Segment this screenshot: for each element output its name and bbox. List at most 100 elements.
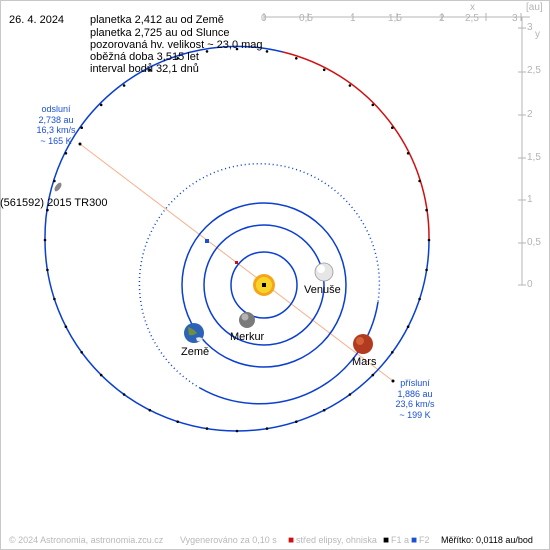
mercury-label: Merkur xyxy=(230,331,265,343)
orbit-point xyxy=(205,427,209,430)
orbital-period: oběžná doba 3,515 let xyxy=(90,51,199,63)
orbit-point xyxy=(53,179,56,183)
perihelion-marker xyxy=(391,379,395,383)
x-tick: 3 xyxy=(512,13,518,24)
scale-label: Měřítko: 0,0118 au/bod xyxy=(441,535,533,545)
orbit-point xyxy=(235,47,239,51)
x-tick: 0 xyxy=(261,13,267,24)
perihelion-speed: 23,6 km/s xyxy=(395,399,435,409)
orbit-point xyxy=(371,373,375,377)
y-tick: 0,5 xyxy=(527,237,541,248)
orbit-point xyxy=(80,126,83,129)
orbit-point xyxy=(80,351,83,354)
orbit-point xyxy=(205,50,209,53)
x-tick: 2 xyxy=(439,13,445,24)
aphelion-annotation: odsluní 2,738 au 16,3 km/s ~ 165 K xyxy=(28,104,84,146)
y-tick: 1 xyxy=(527,194,533,205)
orbit-point xyxy=(46,208,49,212)
x-tick: 1,5 xyxy=(388,13,402,24)
orbit-point xyxy=(371,103,375,107)
legend-f1-label: F1 a xyxy=(391,535,410,545)
orbit-point xyxy=(99,103,103,107)
orbit-point xyxy=(418,297,421,301)
orbit-point xyxy=(406,325,410,329)
orbit-point xyxy=(235,429,239,433)
orbit-point xyxy=(53,297,56,301)
mars-orbit-far xyxy=(138,162,381,389)
orbit-point xyxy=(391,351,394,354)
orbit-point xyxy=(265,427,269,430)
x-axis-name: x xyxy=(470,2,475,13)
orbit-point xyxy=(176,57,179,60)
orbit-point xyxy=(418,179,421,183)
x-tick: 0,5 xyxy=(299,13,313,24)
orbit-point xyxy=(425,268,428,272)
generation-time: Vygenerováno za 0,10 s xyxy=(180,535,277,545)
mars xyxy=(353,334,373,354)
y-axis xyxy=(518,17,526,286)
aphelion-marker xyxy=(78,142,82,146)
perihelion-distance: 1,886 au xyxy=(397,388,433,399)
aphelion-distance: 2,738 au xyxy=(38,114,74,125)
legend-f1-marker: ■ xyxy=(383,535,390,546)
sun-distance: planetka 2,725 au od Slunce xyxy=(90,27,230,39)
ellipse-center-marker xyxy=(235,261,238,264)
orbit-point xyxy=(322,408,326,412)
orbit-point xyxy=(148,408,152,412)
perihelion-annotation: přísluní 1,886 au 23,6 km/s ~ 199 K xyxy=(387,378,443,420)
y-axis-name: y xyxy=(535,29,540,40)
x-axis xyxy=(263,13,530,21)
mercury-orbit xyxy=(230,251,298,319)
orbit-point xyxy=(148,68,152,72)
mercury xyxy=(239,312,255,328)
legend-f2-marker: ■ xyxy=(411,535,418,546)
earth-distance: planetka 2,412 au od Země xyxy=(90,14,224,26)
earth-orbit xyxy=(181,202,347,368)
point-interval: interval bodů 32,1 dnů xyxy=(90,63,199,75)
magnitude: pozorovaná hv. velikost ~ 23,0 mag xyxy=(90,39,263,51)
mars-orbit-near xyxy=(199,301,379,405)
venus xyxy=(314,262,334,282)
x-tick: 1 xyxy=(350,13,356,24)
aphelion-title: odsluní xyxy=(41,104,71,114)
orbit-point xyxy=(425,208,428,212)
sun-focus-marker xyxy=(262,283,266,287)
asteroid-orbit-north-east xyxy=(282,51,430,241)
y-tick: 2,5 xyxy=(527,65,541,76)
orbit-point xyxy=(99,373,103,377)
orbit-point xyxy=(43,238,47,242)
orbit-point xyxy=(265,50,269,53)
orbit-point xyxy=(348,393,352,396)
second-focus-marker xyxy=(205,239,209,243)
perihelion-title: přísluní xyxy=(400,378,430,388)
earth-label: Země xyxy=(181,346,210,358)
date-label: 26. 4. 2024 xyxy=(9,14,65,26)
axis-unit: [au] xyxy=(526,2,543,13)
x-tick: 2,5 xyxy=(465,13,479,24)
earth xyxy=(184,323,204,343)
mars-label: Mars xyxy=(352,356,377,368)
asteroid-label: (561592) 2015 TR300 xyxy=(0,197,108,209)
aphelion-temperature: ~ 165 K xyxy=(40,135,72,146)
legend-f2-label: F2 xyxy=(419,535,430,545)
legend-center-marker: ■ xyxy=(288,535,295,546)
orbit-point xyxy=(348,84,352,87)
perihelion-temperature: ~ 199 K xyxy=(399,409,431,420)
orbit-point xyxy=(176,420,179,424)
orbit-point xyxy=(391,126,394,129)
aphelion-speed: 16,3 km/s xyxy=(36,125,76,135)
orbit-point xyxy=(122,84,126,87)
orbit-point xyxy=(122,393,126,396)
copyright: © 2024 Astronomia, astronomia.zcu.cz xyxy=(9,535,164,545)
orbit-point xyxy=(64,325,68,329)
y-tick: 0 xyxy=(527,279,533,290)
orbit-point xyxy=(427,238,431,242)
legend-center-label: střed elipsy, ohniska xyxy=(296,535,377,545)
asteroid xyxy=(54,182,62,192)
orbit-point xyxy=(46,268,49,272)
orbit-point xyxy=(406,152,410,155)
orbit-point xyxy=(295,57,298,60)
y-tick: 1,5 xyxy=(527,152,541,163)
orbit-point xyxy=(322,68,326,72)
asteroid-orbit-north-west xyxy=(44,45,284,241)
